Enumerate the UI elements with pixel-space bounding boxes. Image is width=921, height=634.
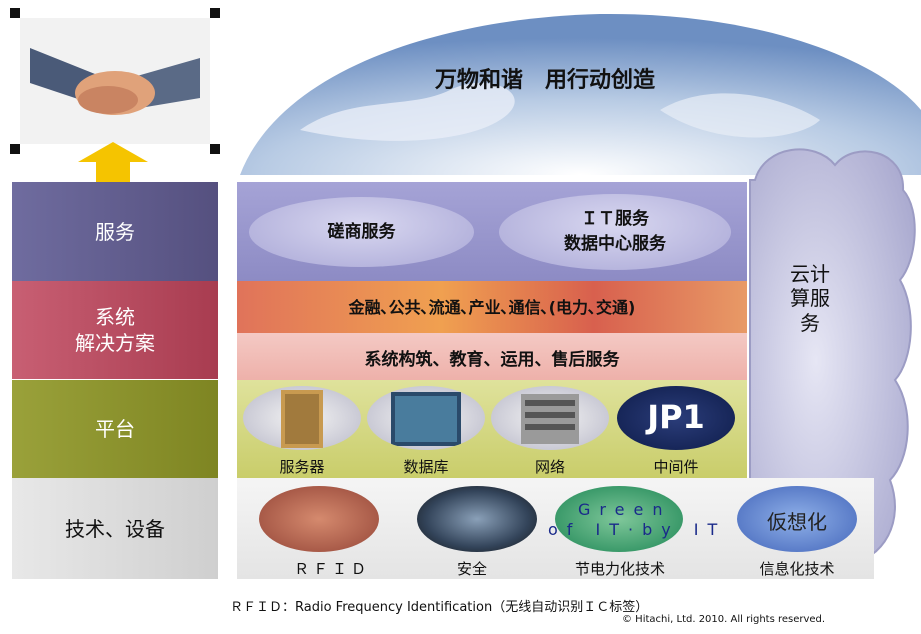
- copyright-notice: © Hitachi, Ltd. 2010. All rights reserve…: [622, 614, 826, 625]
- system-services-text: 系统构筑、教育、运用、售后服务: [364, 350, 620, 370]
- layer-label-platform: 平台: [12, 380, 218, 478]
- service-row: 磋商服务 ＩＴ服务 数据中心服务: [237, 182, 747, 281]
- platform-label-server: 服务器: [279, 458, 325, 476]
- handshake-icon: [20, 18, 210, 144]
- industry-solutions-text: 金融､公共､流通､产业､通信､(电力､交通): [348, 298, 636, 317]
- jp1-logo: JP1: [647, 398, 705, 436]
- tech-label-rfid: ＲＦＩＤ: [293, 560, 370, 578]
- consulting-service-label: 磋商服务: [327, 221, 396, 242]
- middleware-image: JP1: [617, 386, 735, 450]
- datacenter-service-label: 数据中心服务: [564, 234, 666, 254]
- network-image: [491, 386, 609, 450]
- system-services-band: 系统构筑、教育、运用、售后服务: [237, 333, 747, 380]
- consulting-service-oval: 磋商服务: [249, 197, 474, 267]
- tech-label-informatization: 信息化技术: [759, 560, 835, 578]
- platform-label-middleware: 中间件: [653, 458, 699, 476]
- headline-title: 万物和谐 用行动创造: [434, 68, 655, 93]
- server-image: [243, 386, 361, 450]
- green-it-line2: of IT·by IT: [548, 520, 727, 539]
- security-hand-image: [417, 486, 537, 552]
- layer-label-technology: 技术、设备: [12, 478, 218, 579]
- database-image: [367, 386, 485, 450]
- it-service-oval: ＩＴ服务 数据中心服务: [499, 194, 731, 270]
- platform-label-database: 数据库: [403, 458, 449, 476]
- platform-row: JP1 服务器 数据库 网络 中间件: [237, 380, 747, 478]
- tech-label-power-saving: 节电力化技术: [574, 560, 665, 578]
- virtualization-text: 仮想化: [767, 510, 827, 534]
- industry-solutions-banner: 金融､公共､流通､产业､通信､(电力､交通): [237, 281, 747, 333]
- rfid-footnote: ＲＦＩＤ：Radio Frequency Identification（无线自动…: [230, 600, 649, 615]
- green-it-text: Green of IT·by IT: [548, 500, 726, 540]
- handshake-photo: [10, 8, 220, 154]
- it-service-label: ＩＴ服务: [581, 209, 649, 230]
- cloud-service-label: 云计算服务: [790, 262, 830, 335]
- up-arrow-icon: [78, 142, 148, 182]
- virtualization-image: 仮想化: [737, 486, 857, 552]
- green-it-line1: Green: [578, 500, 672, 519]
- layer-label-service: 服务: [12, 182, 218, 281]
- technology-row: 仮想化 ＲＦＩＤ 安全 节电力化技术 信息化技术: [237, 478, 874, 579]
- tech-label-security: 安全: [456, 560, 487, 578]
- platform-label-network: 网络: [534, 458, 565, 476]
- rfid-fingertip-image: [259, 486, 379, 552]
- green-it-image: [555, 486, 683, 552]
- layer-label-solution: 系统 解决方案: [12, 281, 218, 379]
- globe-image: [240, 13, 921, 175]
